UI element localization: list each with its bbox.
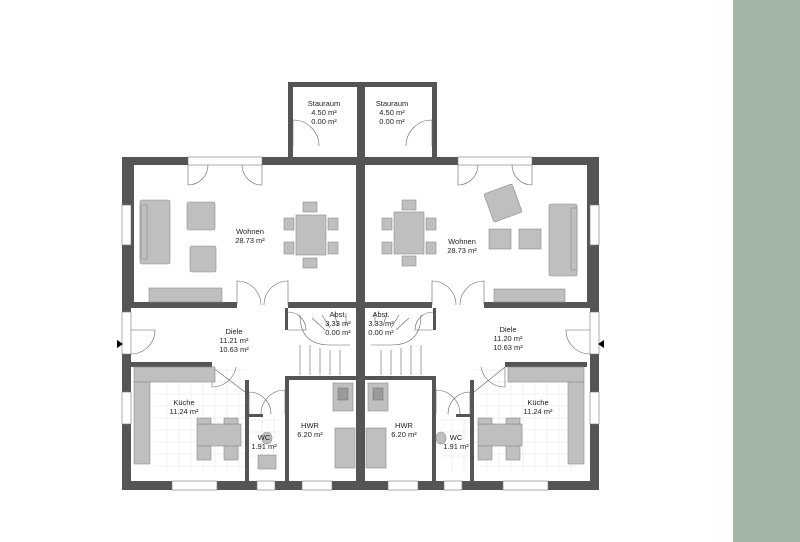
room-area-secondary: 0.00 m² (368, 328, 394, 337)
room-name: WC (450, 433, 463, 442)
room-area: 28.73 m² (235, 236, 265, 245)
room-wohnen-right: Wohnen 28.73 m² (447, 237, 477, 255)
room-area: 1.91 m² (251, 442, 277, 451)
room-area: 11.20 m² (493, 334, 523, 343)
room-area: 1.91 m² (443, 442, 469, 451)
room-kueche-left: Küche 11.24 m² (169, 398, 199, 416)
room-hwr-left: HWR 6.20 m² (297, 421, 323, 439)
room-hwr-right: HWR 6.20 m² (391, 421, 417, 439)
room-area-secondary: 10.63 m² (219, 345, 249, 354)
furniture-right (365, 184, 585, 469)
room-area: 3.33 m² (325, 319, 351, 328)
room-stauraum-right: Stauraum 4.50 m² 0.00 m² (376, 99, 409, 126)
room-diele-left: Diele 11.21 m² 10.63 m² (219, 327, 249, 354)
entrance-arrow-left-icon (117, 340, 123, 348)
room-area: 11.21 m² (219, 336, 249, 345)
room-area: 6.20 m² (297, 430, 323, 439)
room-name: Abst. (372, 310, 389, 319)
room-name: HWR (395, 421, 413, 430)
room-name: Stauraum (376, 99, 409, 108)
room-name: Küche (527, 398, 548, 407)
side-panel (733, 0, 800, 542)
room-area: 4.50 m² (311, 108, 337, 117)
room-name: Wohnen (236, 227, 264, 236)
room-diele-right: Diele 11.20 m² 10.63 m² (493, 325, 523, 352)
walls (122, 82, 599, 490)
room-name: Küche (173, 398, 194, 407)
windows (121, 156, 600, 491)
floor-plan: Stauraum 4.50 m² 0.00 m² Stauraum 4.50 m… (117, 82, 604, 491)
room-name: WC (258, 433, 271, 442)
stairs (299, 312, 422, 375)
room-name: Diele (499, 325, 516, 334)
room-area: 11.24 m² (523, 407, 553, 416)
room-name: Wohnen (448, 237, 476, 246)
room-stauraum-left: Stauraum 4.50 m² 0.00 m² (308, 99, 341, 126)
room-area-secondary: 0.00 m² (325, 328, 351, 337)
room-wohnen-left: Wohnen 28.73 m² (235, 227, 265, 245)
room-name: Stauraum (308, 99, 341, 108)
room-area-secondary: 0.00 m² (311, 117, 337, 126)
entrance-arrow-right-icon (598, 340, 604, 348)
furniture-left (133, 199, 356, 470)
room-area: 6.20 m² (391, 430, 417, 439)
room-area-secondary: 10.63 m² (493, 343, 523, 352)
room-area: 4.50 m² (379, 108, 405, 117)
room-abst-left: Abst. 3.33 m² 0.00 m² (325, 310, 351, 337)
room-area: 3.33 m² (368, 319, 394, 328)
room-kueche-right: Küche 11.24 m² (523, 398, 553, 416)
room-name: Diele (225, 327, 242, 336)
room-wc-left: WC 1.91 m² (251, 433, 277, 451)
room-name: HWR (301, 421, 319, 430)
room-area-secondary: 0.00 m² (379, 117, 405, 126)
room-abst-right: Abst. 3.33 m² 0.00 m² (368, 310, 394, 337)
doors (130, 119, 591, 415)
room-area: 28.73 m² (447, 246, 477, 255)
room-area: 11.24 m² (169, 407, 199, 416)
room-wc-right: WC 1.91 m² (443, 433, 469, 451)
room-name: Abst. (329, 310, 346, 319)
